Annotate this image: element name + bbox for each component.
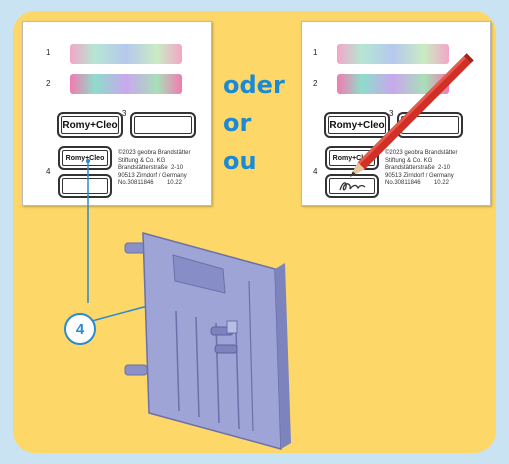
name-label-sticker: Romy+Cleo (324, 112, 390, 138)
name-label-sticker: Romy+Cleo (57, 112, 123, 138)
row-number-4: 4 (313, 167, 318, 176)
row-number-3: 3 (122, 109, 127, 118)
blank-small-label-sticker (58, 174, 112, 198)
stable-door-part (124, 232, 291, 450)
separator-english: or (223, 109, 252, 137)
row-number-2: 2 (313, 79, 318, 88)
row-number-1: 1 (313, 48, 318, 57)
sticker-sheet-right: 1 2 Romy+Cleo 3 Romy+Cleo 4 ©2023 geobra… (301, 21, 491, 206)
row-number-3: 3 (389, 109, 394, 118)
handwriting-scribble-icon (339, 182, 366, 191)
row-number-1: 1 (46, 48, 51, 57)
row-number-4: 4 (46, 167, 51, 176)
separator-french: ou (223, 147, 257, 175)
sticker-sheet-left: 1 2 Romy+Cleo 3 Romy+Cleo 4 ©2023 geobra… (22, 21, 212, 206)
row-number-2: 2 (46, 79, 51, 88)
pencil-icon (350, 53, 474, 177)
small-name-label-sticker: Romy+Cleo (58, 146, 112, 170)
horse-sticker-strip-2 (70, 74, 182, 94)
separator-german: oder (223, 71, 285, 99)
callout-number-4: 4 (64, 313, 96, 345)
horse-sticker-strip-1 (337, 44, 449, 64)
blank-label-sticker (130, 112, 196, 138)
horse-sticker-strip-1 (70, 44, 182, 64)
instruction-panel: 1 2 Romy+Cleo 3 Romy+Cleo 4 ©2023 geobra… (13, 11, 496, 453)
horse-sticker-strip-2 (337, 74, 449, 94)
